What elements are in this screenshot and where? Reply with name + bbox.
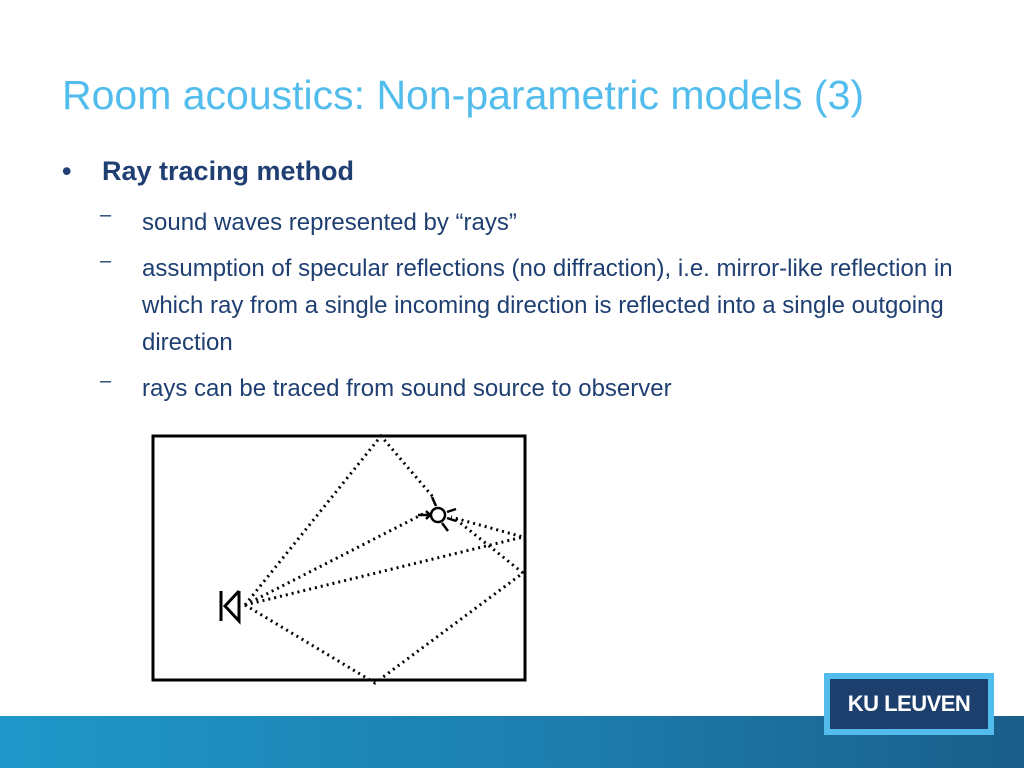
room-outline — [151, 434, 527, 682]
slide-title: Room acoustics: Non-parametric models (3… — [62, 72, 865, 118]
subbullet-text: rays can be traced from sound source to … — [142, 375, 672, 402]
listener-icon — [418, 496, 457, 532]
subbullet-marker: – — [100, 370, 112, 392]
subbullet-text: assumption of specular reflections (no d… — [142, 255, 953, 356]
ray-path — [244, 515, 529, 607]
speaker-icon — [219, 589, 241, 625]
bullet-text: Ray tracing method — [102, 156, 355, 186]
ray-path — [244, 515, 526, 685]
subbullet-marker: – — [100, 250, 112, 272]
ray-paths — [243, 433, 529, 685]
ray-path — [243, 433, 435, 606]
subbullet-marker: – — [100, 204, 112, 226]
ray-path — [244, 512, 424, 607]
subbullet-text: sound waves represented by “rays” — [142, 209, 517, 236]
bullet-marker: • — [62, 156, 72, 186]
ray-tracing-diagram — [151, 433, 529, 685]
logo-frame: KU LEUVEN — [824, 673, 994, 735]
ku-leuven-logo: KU LEUVEN — [830, 679, 988, 729]
